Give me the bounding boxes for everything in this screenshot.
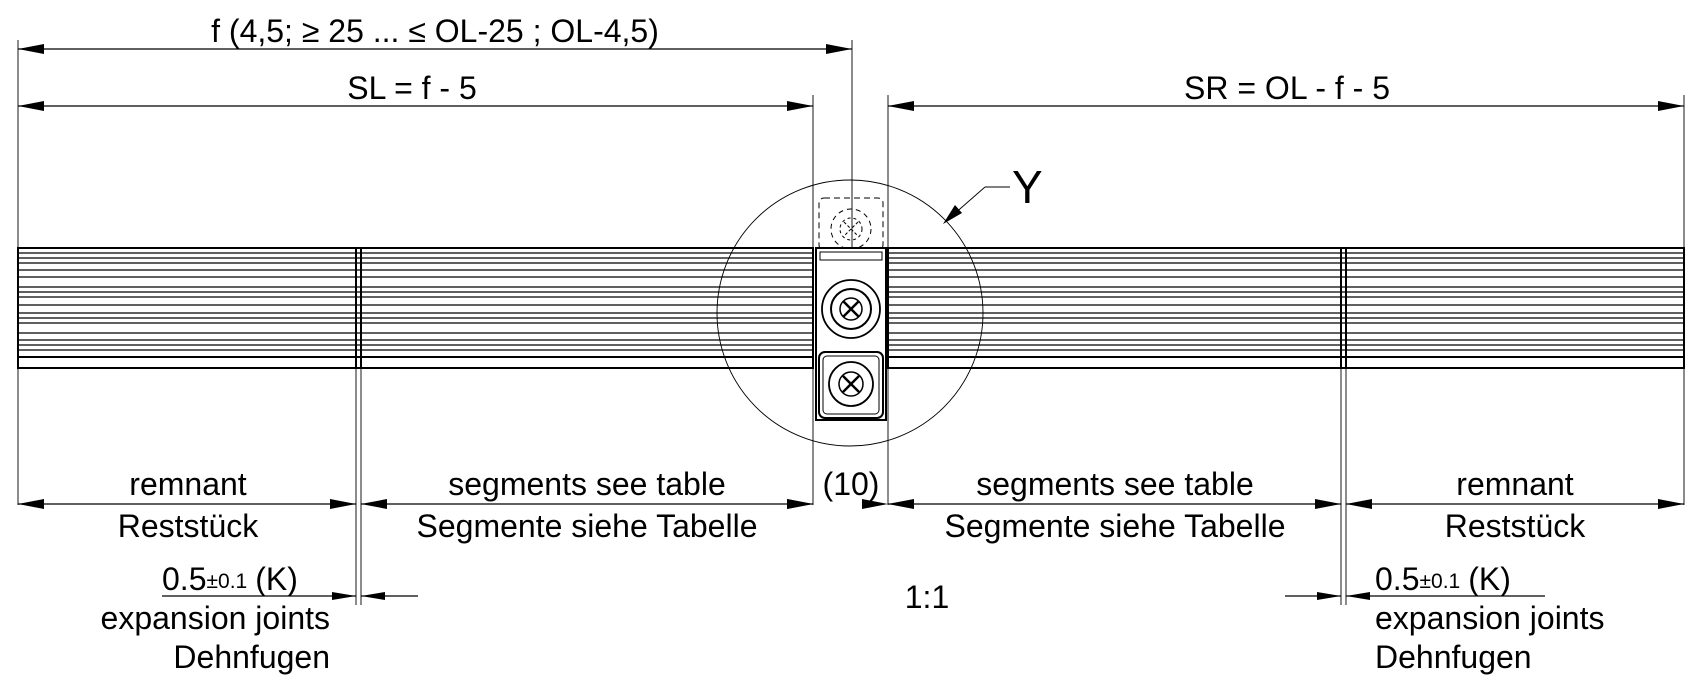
dimension-f-label: f (4,5; ≥ 25 ... ≤ OL-25 ; OL-4,5)	[211, 13, 659, 49]
rail-right	[887, 247, 1685, 369]
left-joint-value: 0.5	[162, 561, 206, 597]
svg-text:0.5±0.1(K): 0.5±0.1 (K)	[1375, 561, 1511, 597]
left-expansion-joint: 0.5±0.1 (K) expansion joints Dehnfugen	[101, 561, 418, 675]
left-segments-en: segments see table	[448, 466, 726, 502]
right-joint-code: (K)	[1468, 561, 1511, 597]
dimension-sl-label: SL = f - 5	[347, 70, 477, 106]
right-segments-en: segments see table	[976, 466, 1254, 502]
left-joint-code: (K)	[255, 561, 298, 597]
right-joint-en: expansion joints	[1375, 600, 1604, 636]
left-joint-tolerance: ±0.1	[206, 570, 247, 593]
gap-label: (10)	[823, 466, 880, 502]
left-labels: remnant Reststück segments see table Seg…	[118, 466, 758, 544]
left-remnant-de: Reststück	[118, 508, 259, 544]
right-expansion-joint: 0.5±0.1 (K) expansion joints Dehnfugen	[1285, 561, 1604, 675]
left-segments-de: Segmente siehe Tabelle	[417, 508, 758, 544]
right-segments-de: Segmente siehe Tabelle	[945, 508, 1286, 544]
dimension-sr: SR = OL - f - 5	[888, 70, 1684, 111]
clamp-group	[815, 197, 887, 421]
right-remnant-de: Reststück	[1445, 508, 1586, 544]
scale-label: 1:1	[905, 579, 949, 615]
right-remnant-en: remnant	[1456, 466, 1574, 502]
dimension-sl: SL = f - 5	[18, 70, 813, 111]
right-joint-de: Dehnfugen	[1375, 639, 1532, 675]
bottom-dimensions	[18, 499, 1684, 509]
left-remnant-en: remnant	[129, 466, 247, 502]
right-labels: segments see table Segmente siehe Tabell…	[945, 466, 1587, 544]
screw-lower-icon	[828, 361, 874, 407]
dimension-sr-label: SR = OL - f - 5	[1184, 70, 1390, 106]
detail-circle-y: Y	[716, 161, 1043, 447]
dimension-f: f (4,5; ≥ 25 ... ≤ OL-25 ; OL-4,5)	[18, 13, 852, 54]
detail-marker: Y	[1012, 161, 1043, 213]
svg-text:0.5±0.1(K): 0.5±0.1 (K)	[162, 561, 298, 597]
right-joint-value: 0.5	[1375, 561, 1419, 597]
right-joint-tolerance: ±0.1	[1419, 570, 1460, 593]
screw-middle-icon	[821, 279, 881, 339]
left-joint-de: Dehnfugen	[173, 639, 330, 675]
rail-left	[17, 247, 814, 369]
left-joint-en: expansion joints	[101, 600, 330, 636]
